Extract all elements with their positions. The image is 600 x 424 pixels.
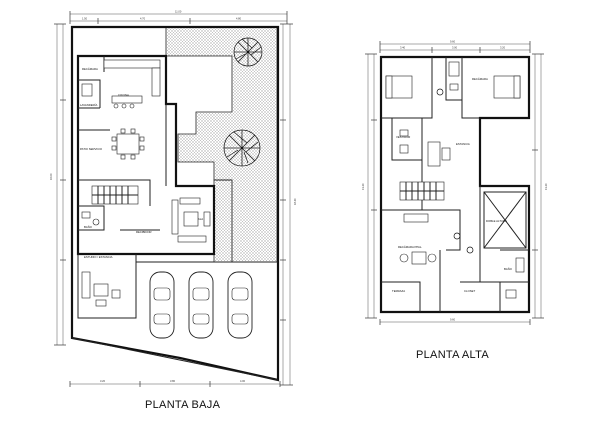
- bed-icon: [399, 213, 437, 265]
- sink-icon: [399, 144, 409, 154]
- upper-dimensions-right: 13.20: [532, 53, 548, 319]
- dim-ground-bottom-a: 3.20: [100, 379, 106, 383]
- upper-dimensions-top: 9.60 3.40 3.00 3.20: [379, 40, 531, 53]
- sink-icon: [515, 257, 525, 273]
- bed-icon: [385, 75, 413, 99]
- upper-room-recamara-2: RECÁMARA: [472, 77, 488, 81]
- ground-room-recibidor: RECIBIDOR: [136, 230, 152, 234]
- ground-floor-title: PLANTA BAJA: [145, 399, 221, 411]
- upper-room-bano: BAÑO: [504, 266, 513, 271]
- ground-dimensions-right: 18.40: [280, 23, 297, 386]
- upper-room-vestidor: VESTIDOR: [396, 135, 410, 139]
- living-room-sofa-icon: [171, 197, 211, 243]
- dim-ground-top-c: 4.80: [236, 17, 242, 21]
- dim-ground-top-a: 1.50: [82, 17, 88, 21]
- estancia-sofa-icon: [427, 141, 451, 167]
- ground-room-lavanderia: LAVANDERÍA: [80, 103, 97, 107]
- ground-room-patio: PATIO SERVICIO: [80, 147, 103, 151]
- ground-room-bano: BAÑO: [84, 224, 93, 229]
- toilet-icon: [81, 211, 91, 219]
- stool-icon: [113, 103, 119, 109]
- ground-room-sala: SALA: [196, 217, 203, 221]
- dim-upper-top-b: 3.00: [452, 46, 458, 50]
- ground-room-recamara: RECÁMARA: [82, 67, 98, 71]
- ground-room-estudio: ESTUDIO / ESTANCIA: [84, 255, 113, 259]
- ground-stairs-icon: [91, 185, 139, 205]
- dining-table-icon: [111, 128, 145, 160]
- ground-garden-strip: [213, 179, 233, 263]
- upper-floor-title: PLANTA ALTA: [416, 349, 489, 361]
- kitchen-island: [111, 95, 143, 104]
- dim-upper-bottom: 9.60: [450, 318, 456, 322]
- ground-dimensions-left: 16.00: [49, 23, 66, 346]
- upper-room-closet: CLOSET: [464, 289, 475, 293]
- dim-ground-right-total: 18.40: [293, 198, 297, 205]
- tree-icon: [233, 37, 263, 67]
- double-height-void: [483, 191, 527, 249]
- ground-house-walls: [76, 54, 216, 256]
- stool-icon: [121, 103, 127, 109]
- toilet-icon: [449, 83, 459, 91]
- toilet-icon: [399, 129, 409, 137]
- sink-icon: [92, 218, 100, 226]
- dim-upper-right-total: 13.20: [544, 183, 548, 190]
- dim-upper-top-c: 3.20: [500, 46, 506, 50]
- upper-room-terraza: TERRAZA: [392, 289, 405, 293]
- tree-icon: [223, 129, 261, 167]
- study-furniture-icon: [81, 271, 121, 307]
- ground-room-cocina: COCINA: [118, 93, 129, 97]
- kitchen-counter-side: [151, 67, 161, 97]
- plant-icon: [436, 88, 444, 96]
- dim-ground-left-total: 16.00: [49, 173, 53, 180]
- dim-upper-top-total: 9.60: [450, 40, 456, 44]
- ground-floor-plan: 11.00 1.50 4.70 4.80 16.00 18.40: [49, 10, 297, 412]
- dim-ground-top-b: 4.70: [140, 17, 146, 21]
- car-icon-2: [188, 271, 214, 339]
- kitchen-counter: [103, 59, 161, 69]
- bed-icon: [493, 75, 521, 99]
- upper-stairs-icon: [399, 181, 445, 201]
- car-icon-1: [149, 271, 175, 339]
- upper-room-doble: DOBLE ALTURA: [486, 219, 507, 223]
- ground-dimensions-top: 11.00 1.50 4.70 4.80: [69, 10, 288, 24]
- ground-outer-walls: [70, 25, 280, 382]
- car-icon-3: [227, 271, 253, 339]
- dim-upper-top-a: 3.40: [400, 46, 406, 50]
- toilet-icon: [505, 289, 517, 299]
- washer-icon: [81, 83, 93, 97]
- stool-icon: [129, 103, 135, 109]
- upper-room-estancia: ESTANCIA: [456, 142, 470, 146]
- plant-icon: [453, 232, 461, 240]
- upper-room-principal: RECÁMARA PPAL.: [398, 245, 422, 249]
- upper-dimensions-bottom: 9.60: [379, 318, 531, 325]
- upper-dimensions-left: 13.20: [361, 53, 377, 319]
- shower-icon: [448, 61, 460, 77]
- ground-dimensions-bottom: 3.20 3.80 4.00: [69, 379, 281, 387]
- dim-ground-top-total: 11.00: [175, 10, 182, 14]
- dim-ground-bottom-b: 3.80: [170, 379, 176, 383]
- plant-icon: [466, 246, 474, 254]
- dim-ground-bottom-c: 4.00: [240, 379, 246, 383]
- dim-upper-left-total: 13.20: [361, 183, 365, 190]
- upper-floor-plan: 9.60 3.40 3.00 3.20 13.20 13.20: [361, 40, 548, 362]
